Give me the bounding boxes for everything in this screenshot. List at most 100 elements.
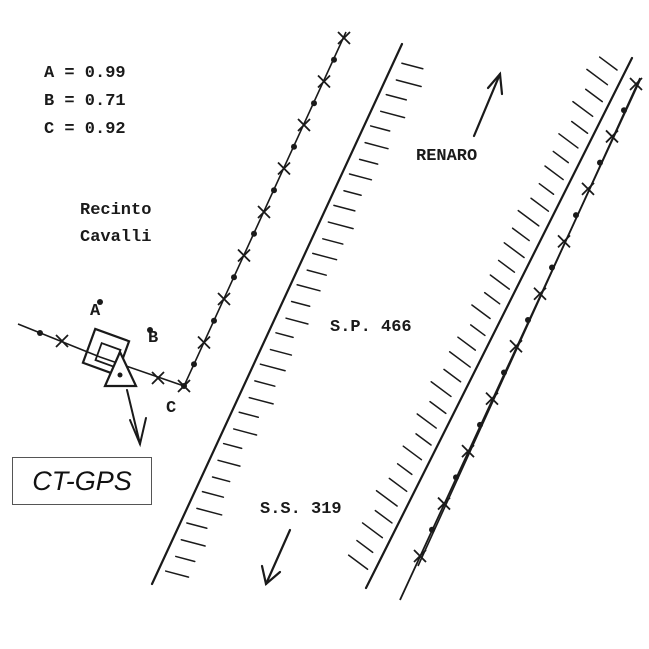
param-a: A = 0.99 [44, 64, 126, 83]
fence-post [525, 317, 531, 323]
left-embankment-hatch [217, 459, 241, 467]
right-embankment-edge [364, 56, 634, 590]
right-embankment-hatch [388, 477, 408, 493]
fence-cross [557, 234, 571, 248]
right-embankment-hatch [586, 68, 609, 86]
fence-cross [297, 118, 311, 132]
right-embankment-hatch [448, 351, 471, 368]
left-embankment-hatch [248, 396, 274, 405]
fence-cross [217, 292, 231, 306]
fence-cross [317, 74, 331, 89]
left-embankment-hatch [222, 442, 243, 450]
fence-post [37, 330, 43, 336]
left-embankment-hatch [306, 269, 328, 276]
param-b: B = 0.71 [44, 92, 126, 111]
right-embankment-hatch [572, 100, 594, 118]
point-c-label: C [166, 399, 176, 418]
left-embankment-hatch [385, 93, 408, 101]
right-embankment-hatch [416, 413, 437, 429]
right-embankment-hatch [584, 88, 604, 103]
right-embankment-hatch [483, 291, 501, 305]
left-fence-track [183, 31, 347, 387]
right-embankment-hatch [457, 336, 477, 351]
right-embankment-hatch [469, 324, 486, 337]
point-a-label: A [90, 302, 101, 321]
left-embankment-hatch [290, 300, 311, 308]
fence-cross [437, 496, 451, 511]
point-b-label: B [148, 329, 158, 348]
fence-cross [277, 161, 291, 176]
renaro-label: RENARO [416, 147, 477, 166]
fence-post [311, 100, 317, 107]
right-embankment-hatch [347, 554, 369, 571]
cavalli-label: Cavalli [80, 228, 151, 247]
fence-post [97, 299, 103, 305]
fence-post [597, 159, 603, 166]
right-embankment-hatch [375, 489, 398, 507]
left-embankment-hatch [348, 173, 373, 181]
fence-post [429, 526, 435, 533]
left-embankment-hatch [380, 110, 406, 119]
fence-cross [413, 549, 427, 563]
left-embankment-hatch [275, 332, 294, 339]
fence-post [501, 369, 507, 376]
triangle-marker [103, 349, 138, 388]
pointer-arrow-head [129, 417, 147, 448]
fence-cross [629, 77, 643, 91]
right-embankment-hatch [415, 433, 432, 446]
right-embankment-hatch [552, 150, 570, 164]
left-embankment-hatch [269, 348, 293, 356]
right-outer-edge [399, 79, 641, 601]
right-embankment-hatch [598, 56, 618, 71]
left-embankment-hatch [296, 284, 321, 292]
left-embankment-hatch [232, 428, 258, 436]
right-embankment-hatch [570, 120, 589, 134]
right-embankment-hatch [429, 400, 447, 415]
left-embankment-hatch [285, 317, 309, 325]
left-embankment-hatch [186, 522, 208, 530]
left-embankment-edge [150, 42, 404, 586]
right-embankment [347, 56, 641, 601]
right-embankment-hatch [430, 381, 452, 398]
right-embankment-hatch [471, 304, 491, 320]
recinto-label: Recinto [80, 201, 151, 220]
left-embankment-hatch [369, 125, 391, 132]
param-c: C = 0.92 [44, 120, 126, 139]
fence-post [453, 474, 459, 481]
fence-post [291, 143, 297, 150]
right-embankment-hatch [443, 368, 462, 383]
right-embankment-hatch [544, 165, 564, 181]
fence-post [231, 274, 237, 281]
left-embankment [150, 31, 424, 586]
fence-post [147, 327, 153, 333]
right-embankment-hatch [538, 182, 555, 196]
left-embankment-hatch [180, 538, 206, 547]
fence-post [573, 212, 579, 219]
right-embankment-hatch [374, 509, 393, 524]
fence-post [181, 383, 187, 389]
left-embankment-hatch [238, 411, 260, 419]
left-embankment-hatch [358, 158, 379, 165]
ct-gps-station-label: CT-GPS [12, 457, 152, 505]
left-embankment-hatch [201, 490, 225, 498]
left-embankment-hatch [259, 363, 286, 372]
left-embankment-hatch [343, 189, 362, 197]
left-embankment-hatch [333, 204, 356, 212]
right-embankment-hatch [402, 445, 423, 461]
fence-post [251, 230, 257, 237]
fence-post [477, 421, 483, 428]
fence-post [211, 317, 217, 324]
left-embankment-hatch [395, 79, 422, 88]
renaro-arrow [472, 71, 504, 138]
fence-cross [509, 339, 523, 353]
left-embankment-hatch [211, 476, 231, 483]
fence-cross [257, 205, 271, 219]
right-embankment-hatch [361, 522, 384, 539]
ss319-arrow [260, 528, 292, 587]
right-embankment-hatch [558, 133, 579, 149]
right-embankment-hatch [530, 197, 550, 212]
right-embankment-hatch [356, 539, 374, 554]
left-embankment-hatch [254, 380, 276, 387]
